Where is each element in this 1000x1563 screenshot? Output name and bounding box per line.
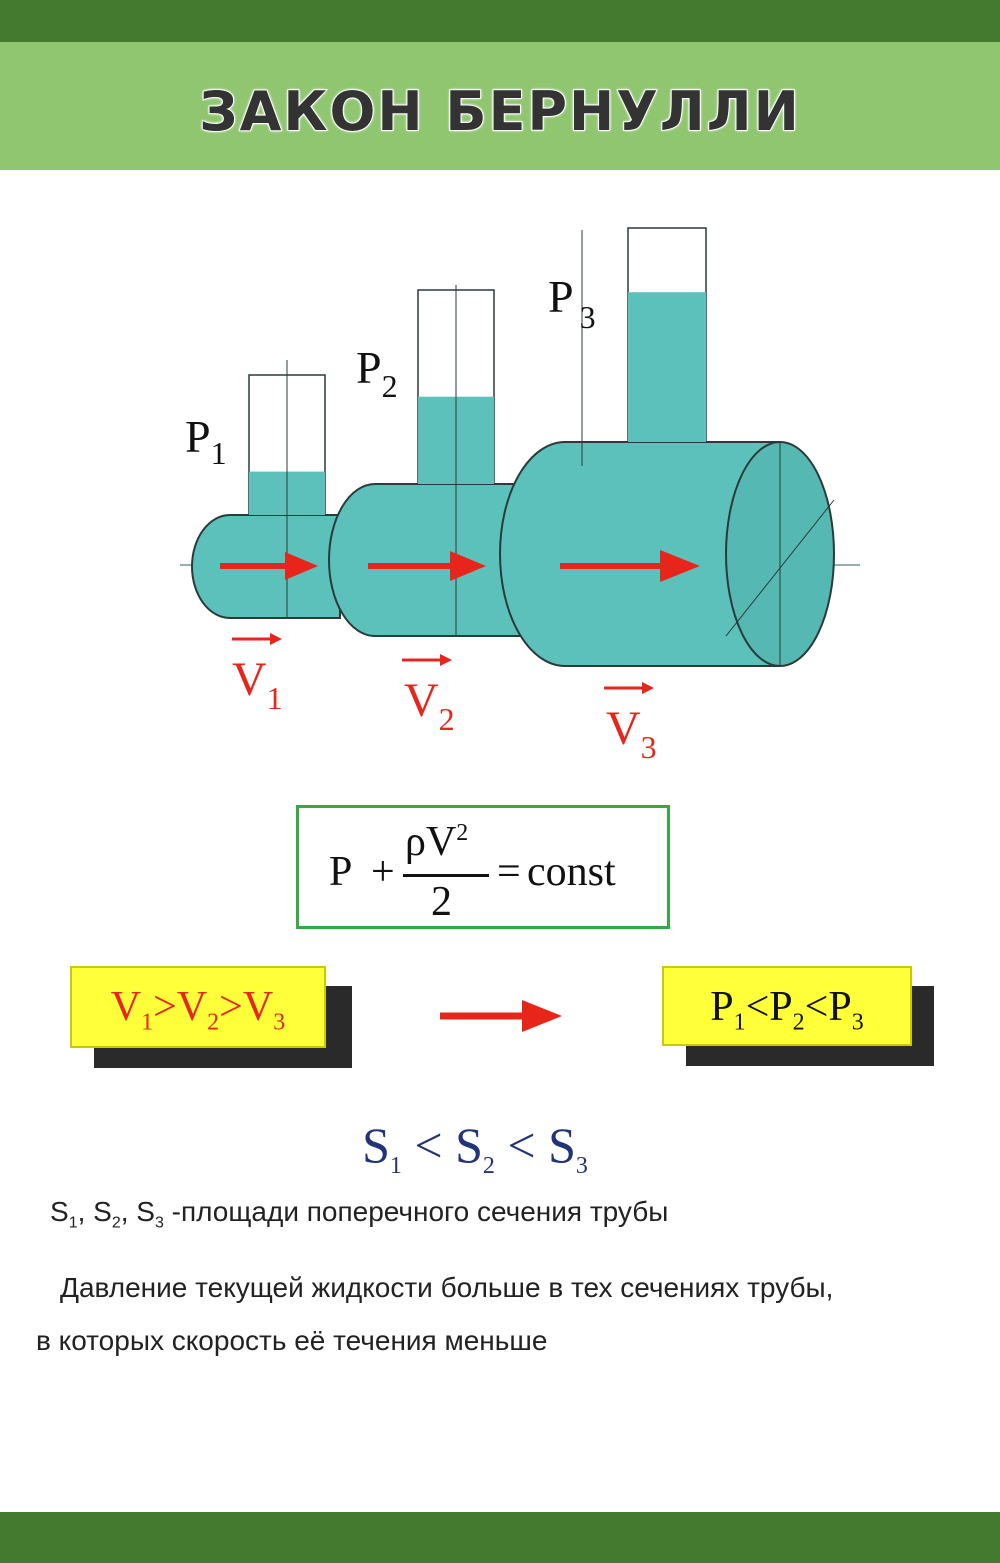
area-relation: S1 < S2 < S3 [362,1117,588,1179]
bottom-band [0,1512,1000,1563]
area-definition: S1, S2, S3 -площади поперечного сечения … [50,1196,669,1232]
svg-text:V2: V2 [404,674,455,737]
flow-arrow-2 [368,551,486,581]
flow-arrow-1 [220,552,318,580]
formula-const: const [527,849,616,895]
explanation-line-2: в которых скорость её течения меньше [36,1325,548,1356]
flow-arrow-3 [560,550,700,582]
pressure-label-1: P1 [185,411,227,471]
svg-text:V3: V3 [606,702,657,765]
formula-equals: = [497,849,521,895]
pipe-section-3 [499,441,781,667]
velocity-relation-card: V1>V2>V3 [70,966,326,1048]
svg-text:V1: V1 [232,653,283,716]
page-title: ЗАКОН БЕРНУЛЛИ [198,79,801,144]
manometer-tube-3 [581,227,707,466]
manometer-tube-1 [248,360,326,618]
explanation-line-1: Давление текущей жидкости больше в тех с… [60,1272,834,1303]
manometer-tube-2 [417,285,495,636]
formula-plus: + [371,849,395,895]
formula-numerator: ρV2 [405,819,469,865]
end-face-diagonal-line [725,499,835,637]
velocity-label-1: V1 [232,633,283,716]
pipe-section-2 [328,483,531,637]
pressure-label-2: P2 [356,342,398,404]
title-band [0,42,1000,170]
formula-fraction-bar [403,874,489,877]
velocity-label-2: V2 [402,654,455,737]
formula-denominator: 2 [431,879,452,925]
pressure-relation-card: P1<P2<P3 [662,966,912,1046]
formula-pressure: P [329,849,353,895]
velocity-label-3: V3 [604,682,657,765]
top-band [0,0,1000,42]
implication-arrow-icon [440,1000,562,1032]
water-column-3 [628,292,706,442]
bernoulli-formula-box: P + ρV2 2 = const [296,805,670,929]
